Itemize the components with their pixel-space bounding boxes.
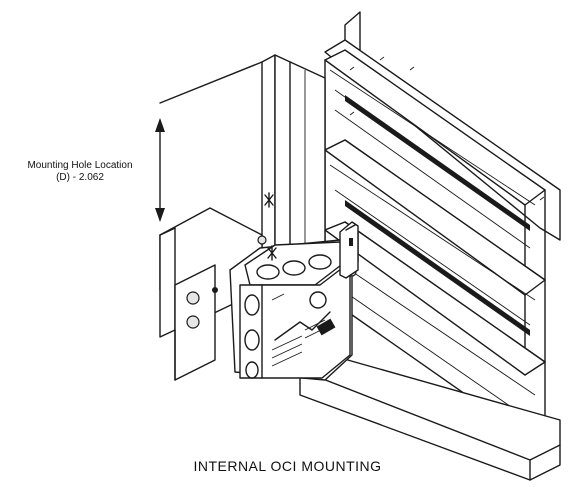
asterisk-mark-icon [264,192,274,208]
bolt-icon [186,315,200,329]
oci-junction-box [229,231,359,381]
knockout-icon [308,254,332,270]
diagram-caption: INTERNAL OCI MOUNTING [193,458,382,474]
annotation-line-2: (D) - 2.062 [56,172,104,183]
linkage-clip [339,221,359,279]
dimension-arrow [155,61,263,236]
knockout-icon [244,329,260,351]
knockout-icon [245,361,259,379]
knockout-icon [282,260,306,276]
damper-blade-assembly [299,11,561,481]
knockout-icon [256,264,280,280]
annotation-line-1: Mounting Hole Location [27,160,133,171]
dimension-annotation: Mounting Hole Location (D) - 2.062 [0,160,160,184]
knockout-icon [244,294,260,316]
bolt-icon [186,291,200,305]
asterisk-mark-icon [267,245,277,261]
